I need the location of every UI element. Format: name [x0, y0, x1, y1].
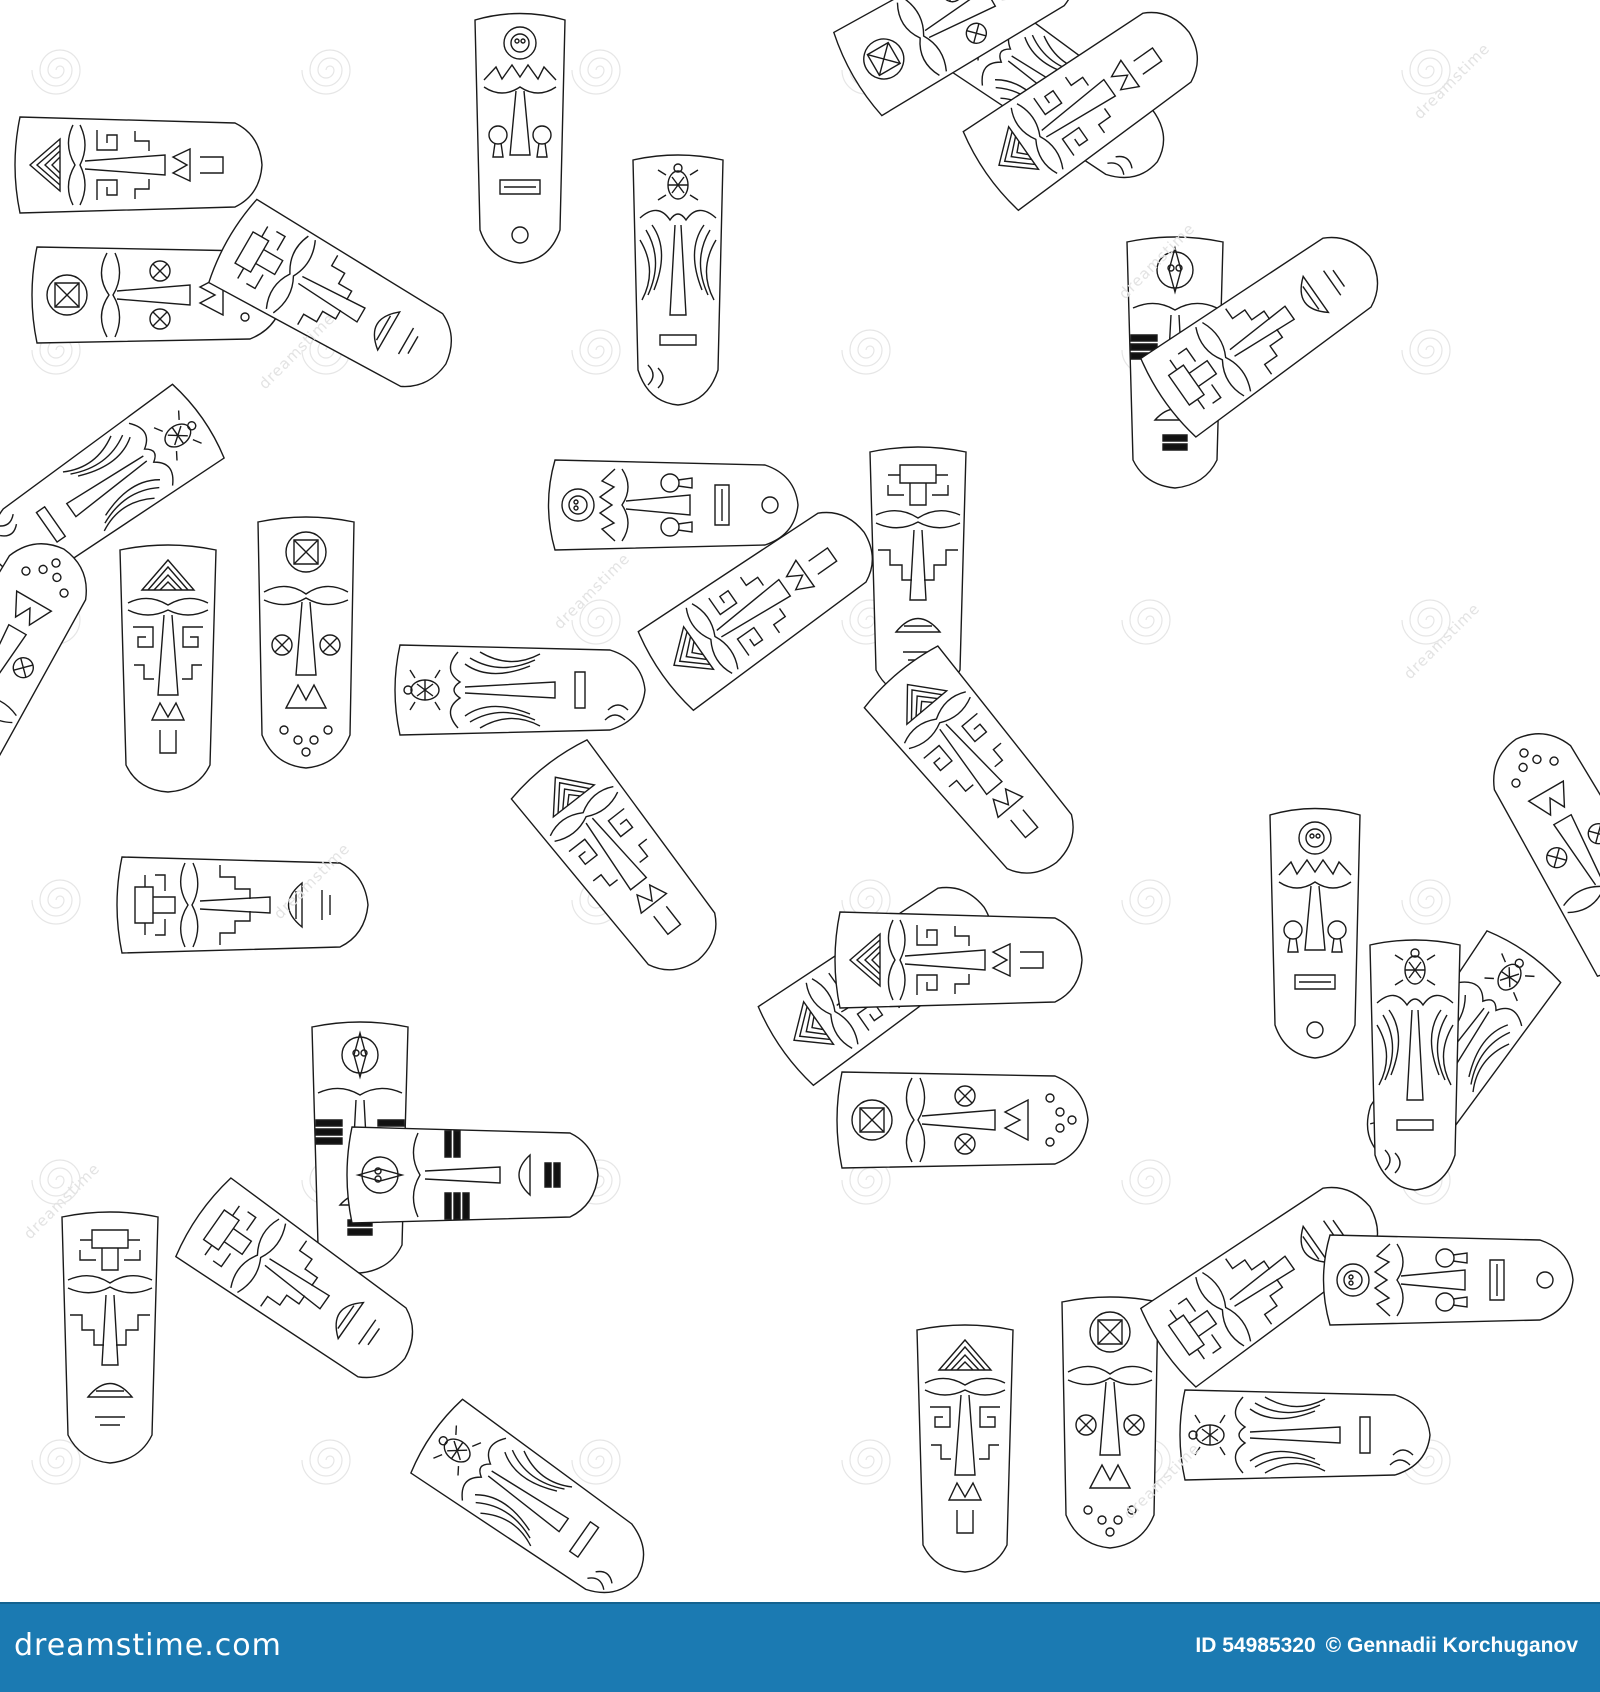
image-credit: ID 54985320 © Gennadii Korchuganov	[1195, 1634, 1578, 1658]
mask-d	[836, 1071, 1089, 1169]
mask-f	[346, 1126, 599, 1224]
mask-c	[834, 911, 1083, 1009]
mask-b	[1179, 1389, 1431, 1481]
masks	[0, 0, 1600, 1600]
author-credit: © Gennadii Korchuganov	[1325, 1634, 1578, 1657]
mask-a	[1322, 1234, 1574, 1326]
stock-logo: dreamstime.com	[14, 1628, 282, 1663]
mask-a	[474, 12, 566, 264]
mask-c	[119, 544, 217, 793]
image-id: ID 54985320	[1195, 1634, 1316, 1657]
stock-footer-bar: dreamstime.com ID 54985320 © Gennadii Ko…	[0, 1602, 1600, 1692]
mask-b	[1369, 939, 1461, 1191]
mask-c	[507, 735, 737, 991]
mask-c	[860, 641, 1095, 894]
mask-c	[916, 1324, 1014, 1573]
svg-text:dreamstime: dreamstime	[1400, 599, 1484, 683]
mask-b	[394, 644, 646, 736]
mask-d	[0, 524, 107, 792]
mask-b	[632, 154, 724, 406]
svg-text:dreamstime: dreamstime	[550, 549, 634, 633]
mask-pattern-artwork: dreamstime dreamstime dreamstime dreamst…	[0, 0, 1600, 1600]
mask-c	[14, 116, 263, 214]
mask-a	[547, 459, 799, 551]
mask-b	[406, 1395, 664, 1600]
mask-a	[1269, 807, 1361, 1059]
mask-e	[61, 1211, 159, 1464]
mask-d	[257, 516, 355, 769]
mask-e	[203, 196, 471, 407]
